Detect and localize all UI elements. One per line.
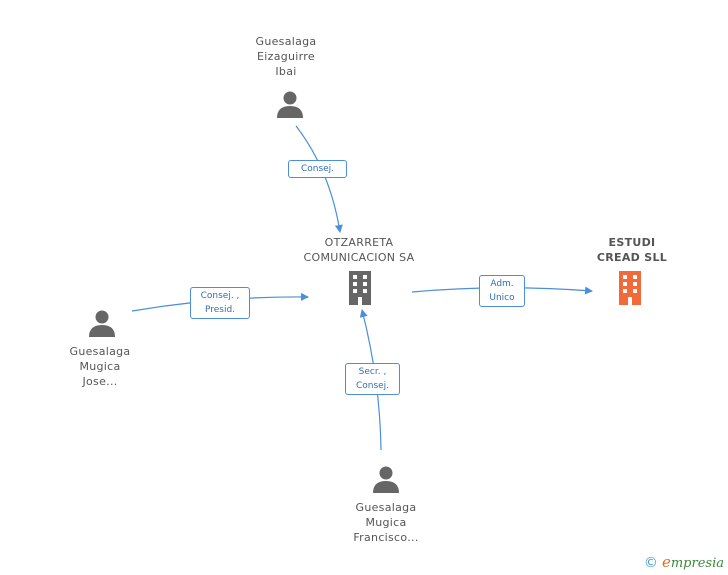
person-icon[interactable] (275, 90, 305, 122)
person-bottom-name-line: Francisco... (353, 531, 419, 544)
company-center-name-line: OTZARRETA (324, 236, 394, 249)
person-bottom-name[interactable]: Guesalaga Mugica Francisco... (334, 500, 438, 545)
person-icon[interactable] (87, 309, 117, 341)
person-bottom-name-line: Mugica (365, 516, 407, 529)
company-right-name[interactable]: ESTUDI CREAD SLL (582, 235, 682, 265)
person-left-name-line: Mugica (79, 360, 121, 373)
company-right-name-line: CREAD SLL (596, 251, 668, 264)
edge-label-line: Consej. (300, 164, 335, 174)
company-center-name[interactable]: OTZARRETA COMUNICACION SA (294, 235, 424, 265)
brand-name: mpresia (670, 556, 724, 571)
copyright-symbol: © (643, 555, 658, 571)
edge-label-line: Adm. (490, 279, 514, 289)
person-left-name-line: Guesalaga (69, 345, 131, 358)
building-icon-highlighted[interactable] (615, 271, 645, 309)
person-bottom-name-line: Guesalaga (355, 501, 417, 514)
empresia-brand[interactable]: © empresia (644, 553, 724, 571)
person-top-name-line: Eizaguirre (257, 50, 315, 63)
building-icon[interactable] (345, 271, 375, 309)
edge-top-to-center (295, 125, 343, 233)
person-top-name[interactable]: Guesalaga Eizaguirre Ibai (236, 34, 336, 79)
person-left-name-line: Jose... (82, 375, 118, 388)
brand-initial: e (661, 553, 671, 571)
company-right-name-line: ESTUDI (608, 236, 656, 249)
edge-label-bottom-to-center: Secr. , Consej. (345, 363, 400, 395)
company-center-name-line: COMUNICACION SA (303, 251, 415, 264)
edge-label-line: Secr. , (358, 367, 387, 377)
edge-label-center-to-right: Adm. Unico (479, 275, 525, 307)
edge-label-line: Unico (489, 293, 515, 303)
person-left-name[interactable]: Guesalaga Mugica Jose... (50, 344, 150, 389)
person-icon[interactable] (371, 465, 401, 497)
edge-label-left-to-center: Consej. , Presid. (190, 287, 250, 319)
person-top-name-line: Ibai (275, 65, 297, 78)
edge-label-line: Presid. (204, 305, 236, 315)
edge-label-line: Consej. , (200, 291, 240, 301)
edge-label-top-to-center: Consej. (288, 160, 347, 178)
edge-label-line: Consej. (355, 381, 390, 391)
person-top-name-line: Guesalaga (255, 35, 317, 48)
